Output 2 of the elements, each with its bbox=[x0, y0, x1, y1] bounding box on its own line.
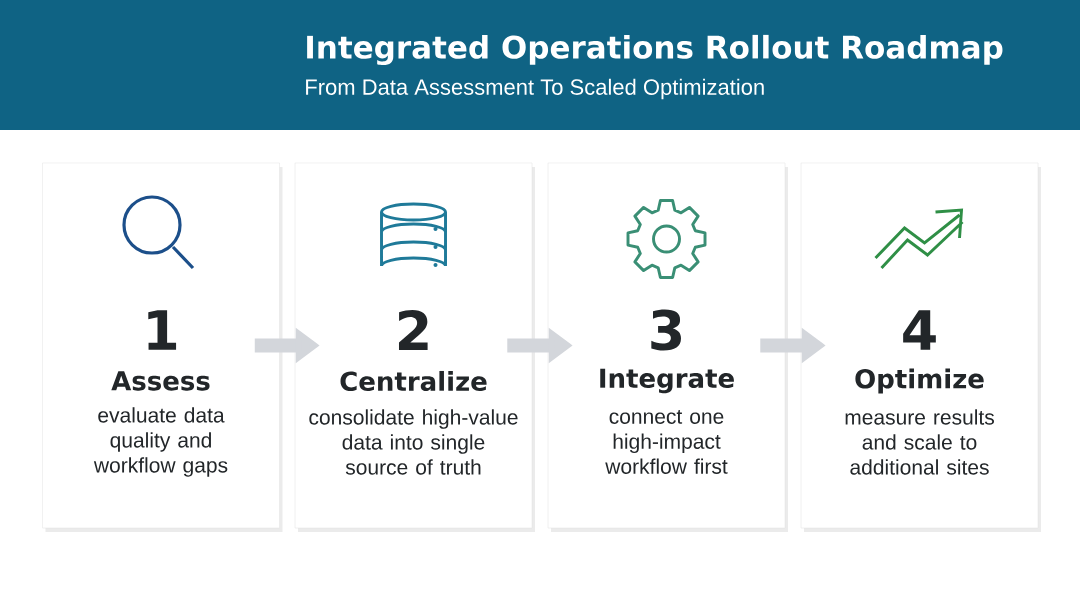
title: Integrated Operations Rollout Roadmap bbox=[307, 34, 1003, 66]
subtitle: From Data Assessment To Scaled Optimization bbox=[306, 78, 764, 100]
